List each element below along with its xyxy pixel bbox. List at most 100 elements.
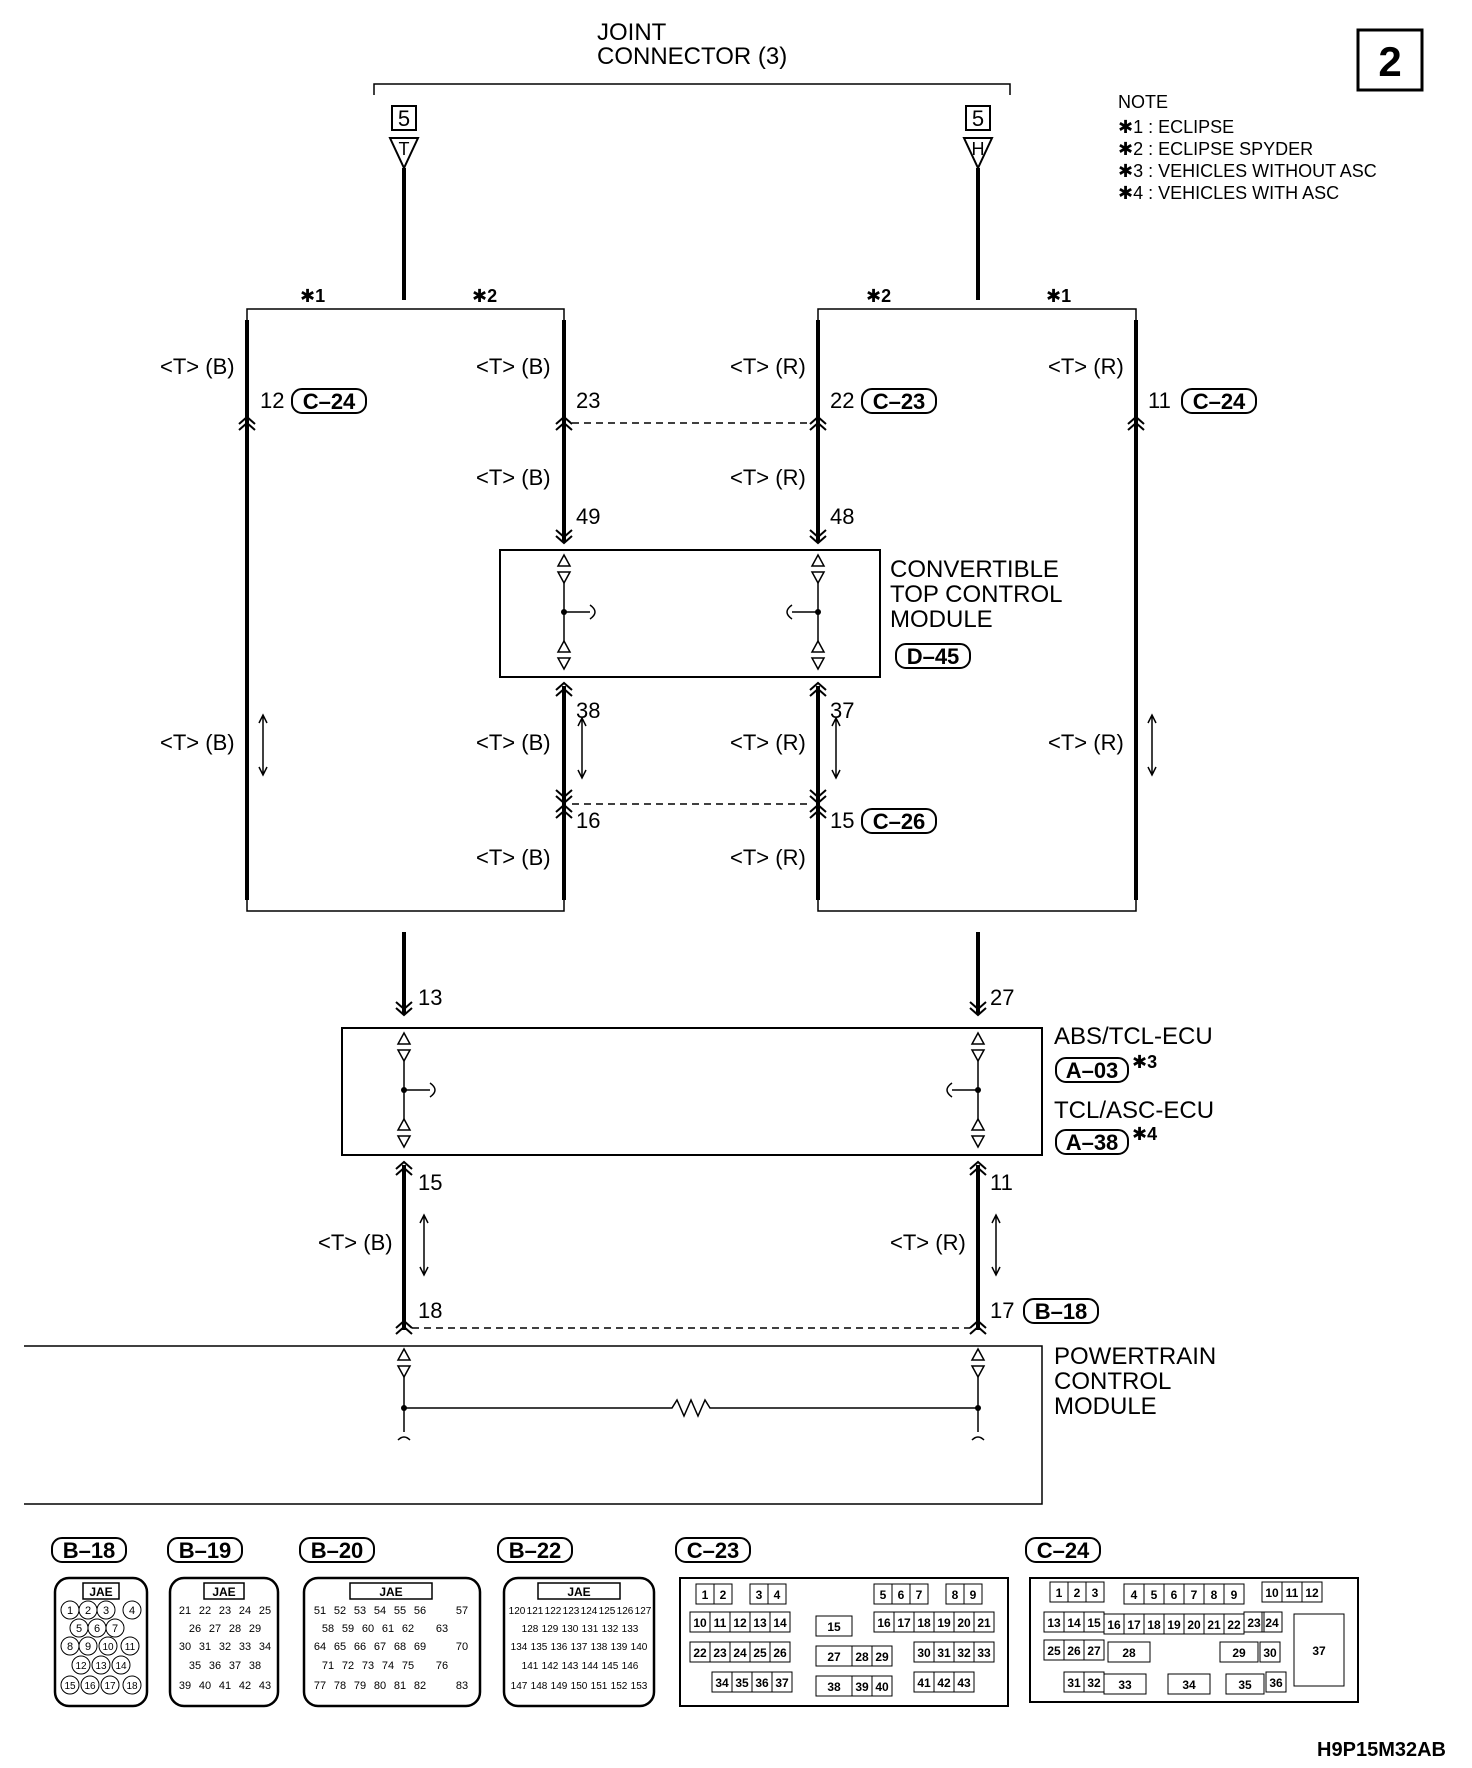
svg-text:74: 74 (382, 1660, 394, 1672)
svg-text:68: 68 (394, 1641, 406, 1653)
pin-11: 11 (1148, 388, 1171, 413)
svg-text:58: 58 (322, 1623, 334, 1635)
c23-cell-label: 19 (937, 1616, 951, 1630)
svg-text:63: 63 (436, 1623, 448, 1635)
svg-text:8: 8 (67, 1641, 73, 1653)
c23-cell-label: 3 (756, 1588, 763, 1602)
c23-cell (973, 1641, 995, 1663)
c23-cell (963, 1583, 983, 1605)
svg-text:26: 26 (189, 1623, 201, 1635)
c23-cell-label: 24 (733, 1646, 747, 1660)
c24-cell-label: 4 (1131, 1588, 1138, 1602)
pin-11-ecu: 11 (990, 1170, 1013, 1195)
svg-text:36: 36 (209, 1660, 221, 1672)
pin-49: 49 (576, 504, 600, 529)
c23-cell-label: 10 (693, 1616, 707, 1630)
note-item-2: ✱2 : ECLIPSE SPYDER (1118, 139, 1313, 159)
svg-text:139: 139 (611, 1642, 628, 1653)
connector-tag-b18: B–18 (1023, 1298, 1099, 1324)
svg-text:6: 6 (94, 1623, 100, 1635)
svg-text:83: 83 (456, 1680, 468, 1692)
powertrain-control-module (24, 1345, 1043, 1505)
c24-cell-label: 29 (1232, 1646, 1246, 1660)
svg-text:5: 5 (76, 1623, 82, 1635)
pin-13: 13 (418, 985, 442, 1010)
pcm-name-3: MODULE (1054, 1393, 1157, 1420)
svg-text:145: 145 (602, 1661, 619, 1672)
svg-text:A–38: A–38 (1066, 1130, 1119, 1155)
svg-text:59: 59 (342, 1623, 354, 1635)
svg-text:C–23: C–23 (687, 1538, 740, 1563)
c23-cell-label: 9 (970, 1588, 977, 1602)
c24-cell-label: 6 (1171, 1588, 1178, 1602)
c23-cell (973, 1611, 995, 1633)
svg-text:42: 42 (239, 1680, 251, 1692)
svg-text:B–18: B–18 (63, 1538, 116, 1563)
svg-text:<T> (B): <T> (B) (160, 730, 235, 755)
c23-cell (771, 1671, 793, 1693)
c24-cell (1107, 1641, 1151, 1663)
svg-text:55: 55 (394, 1605, 406, 1617)
c24-cell-label: 20 (1187, 1618, 1201, 1632)
svg-text:149: 149 (551, 1681, 568, 1692)
svg-text:77: 77 (314, 1680, 326, 1692)
svg-text:<T> (B): <T> (B) (476, 465, 551, 490)
wire-labels: <T> (B) <T> (B) <T> (R) <T> (R) <T> (B) … (160, 354, 1124, 1255)
svg-text:80: 80 (374, 1680, 386, 1692)
pin-23: 23 (576, 388, 600, 413)
svg-text:32: 32 (219, 1641, 231, 1653)
svg-text:17: 17 (104, 1681, 116, 1692)
svg-text:29: 29 (249, 1623, 261, 1635)
sheet-number: 2 (1378, 38, 1401, 85)
c24-cell-label: 7 (1191, 1588, 1198, 1602)
svg-text:137: 137 (571, 1642, 588, 1653)
joint-connector-right-terminal: 5 H (962, 105, 994, 171)
svg-text:11: 11 (125, 1642, 136, 1653)
c24-cell (1225, 1673, 1265, 1695)
c24-cell-label: 8 (1211, 1588, 1218, 1602)
c23-cell (953, 1671, 975, 1693)
svg-text:123: 123 (563, 1606, 580, 1617)
note-item-1: ✱1 : ECLIPSE (1118, 117, 1234, 137)
c23-cell-label: 14 (773, 1616, 787, 1630)
joint-connector-title-1: JOINT (597, 19, 667, 46)
pcm-name-2: CONTROL (1054, 1368, 1171, 1395)
c23-cell-label: 21 (977, 1616, 991, 1630)
c23-cell-label: 8 (952, 1588, 959, 1602)
svg-text:151: 151 (591, 1681, 608, 1692)
c23-cell-label: 31 (937, 1646, 951, 1660)
c23-cell-label: 1 (702, 1588, 709, 1602)
svg-text:122: 122 (545, 1606, 562, 1617)
note-title: NOTE (1118, 92, 1168, 112)
pin-27: 27 (990, 985, 1014, 1010)
svg-text:38: 38 (249, 1660, 261, 1672)
svg-text:140: 140 (631, 1642, 648, 1653)
c23-cell-label: 4 (774, 1588, 781, 1602)
c24-cell-label: 35 (1238, 1678, 1252, 1692)
connector-tag-a38: A–38 (1055, 1129, 1129, 1155)
svg-text:73: 73 (362, 1660, 374, 1672)
svg-text:C–26: C–26 (873, 809, 926, 834)
svg-text:<T> (R): <T> (R) (730, 730, 806, 755)
svg-text:128: 128 (522, 1624, 539, 1635)
svg-text:64: 64 (314, 1641, 326, 1653)
c24-cell-label: 21 (1207, 1618, 1221, 1632)
svg-text:14: 14 (115, 1661, 127, 1672)
svg-text:53: 53 (354, 1605, 366, 1617)
svg-text:12: 12 (75, 1661, 87, 1672)
note-block: NOTE ✱1 : ECLIPSE ✱2 : ECLIPSE SPYDER ✱3… (1118, 92, 1377, 203)
c24-cell-label: 27 (1087, 1644, 1101, 1658)
svg-text:<T> (B): <T> (B) (318, 1230, 393, 1255)
svg-text:131: 131 (582, 1624, 599, 1635)
ctcm-name-1: CONVERTIBLE (890, 556, 1059, 583)
svg-text:129: 129 (542, 1624, 559, 1635)
svg-text:10: 10 (102, 1642, 114, 1653)
c23-cell-label: 15 (827, 1620, 841, 1634)
c24-cell (1083, 1639, 1105, 1661)
svg-text:130: 130 (562, 1624, 579, 1635)
c24-cell-label: 28 (1122, 1646, 1136, 1660)
